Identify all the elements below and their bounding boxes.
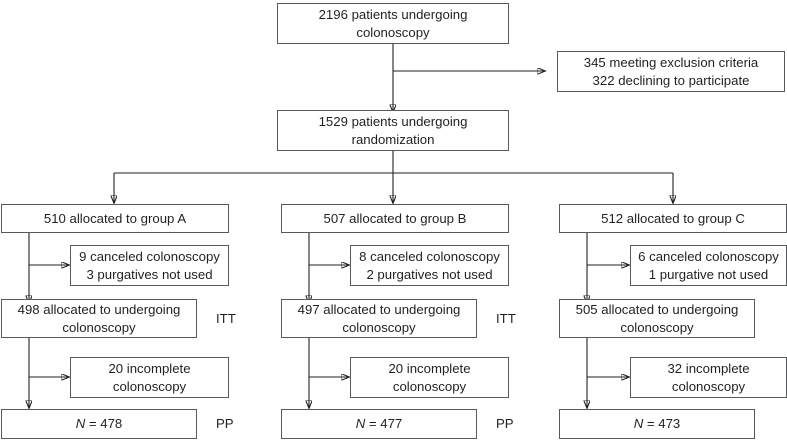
node-itt-a-line2: colonoscopy bbox=[62, 319, 136, 335]
node-final-a-value: = 478 bbox=[85, 416, 123, 432]
node-dropout-b-line2: 2 purgatives not used bbox=[366, 266, 493, 282]
node-itt-c-line2: colonoscopy bbox=[620, 319, 694, 335]
node-itt-c-line1: 505 allocated to undergoing bbox=[575, 301, 739, 317]
node-enrollment-line2: colonoscopy bbox=[356, 24, 430, 40]
node-dropout-b: 8 canceled colonoscopy 2 purgatives not … bbox=[350, 245, 509, 286]
node-incomplete-c: 32 incomplete colonoscopy bbox=[630, 357, 787, 398]
node-exclusions-line1: 345 meeting exclusion criteria bbox=[583, 54, 759, 70]
node-itt-b-line1: 497 allocated to undergoing bbox=[297, 301, 461, 317]
node-randomization-line2: randomization bbox=[351, 131, 435, 147]
node-incomplete-b-line2: colonoscopy bbox=[392, 378, 467, 394]
node-final-a-symbol: N bbox=[75, 416, 86, 432]
node-incomplete-c-line2: colonoscopy bbox=[671, 378, 746, 394]
node-dropout-c-line1: 6 canceled colonoscopy bbox=[638, 248, 779, 264]
node-allocation-a: 510 allocated to group A bbox=[1, 204, 229, 233]
node-itt-b-line2: colonoscopy bbox=[342, 319, 416, 335]
node-incomplete-b: 20 incomplete colonoscopy bbox=[350, 357, 509, 398]
label-pp-b: PP bbox=[496, 416, 514, 431]
node-exclusions: 345 meeting exclusion criteria 322 decli… bbox=[557, 51, 785, 92]
node-incomplete-a-line1: 20 incomplete bbox=[108, 360, 191, 376]
node-allocation-b-line1: 507 allocated to group B bbox=[323, 210, 467, 226]
label-pp-a: PP bbox=[216, 416, 234, 431]
node-final-b: N = 477 bbox=[281, 409, 477, 439]
node-dropout-a-line1: 9 canceled colonoscopy bbox=[79, 248, 220, 264]
label-itt-b: ITT bbox=[496, 311, 516, 326]
node-itt-b: 497 allocated to undergoing colonoscopy bbox=[281, 299, 477, 338]
node-final-c-value: = 473 bbox=[643, 416, 681, 432]
node-dropout-a-line2: 3 purgatives not used bbox=[86, 266, 213, 282]
node-randomization-line1: 1529 patients undergoing bbox=[318, 113, 468, 129]
node-final-c: N = 473 bbox=[559, 409, 755, 439]
node-randomization: 1529 patients undergoing randomization bbox=[277, 110, 509, 151]
node-incomplete-a: 20 incomplete colonoscopy bbox=[70, 357, 229, 398]
label-itt-a: ITT bbox=[216, 311, 236, 326]
node-final-a: N = 478 bbox=[1, 409, 197, 439]
node-final-b-symbol: N bbox=[355, 416, 366, 432]
node-final-c-symbol: N bbox=[633, 416, 644, 432]
node-final-b-line1: N = 477 bbox=[286, 415, 472, 433]
node-incomplete-a-line2: colonoscopy bbox=[112, 378, 187, 394]
node-incomplete-c-line1: 32 incomplete bbox=[667, 360, 750, 376]
node-enrollment-line1: 2196 patients undergoing bbox=[318, 6, 468, 22]
node-incomplete-b-line1: 20 incomplete bbox=[388, 360, 471, 376]
node-allocation-a-line1: 510 allocated to group A bbox=[43, 210, 187, 226]
node-dropout-a: 9 canceled colonoscopy 3 purgatives not … bbox=[70, 245, 229, 286]
node-allocation-b: 507 allocated to group B bbox=[281, 204, 509, 233]
node-dropout-c-line2: 1 purgative not used bbox=[648, 266, 769, 282]
node-enrollment: 2196 patients undergoing colonoscopy bbox=[277, 3, 509, 44]
node-itt-a-line1: 498 allocated to undergoing bbox=[17, 301, 181, 317]
node-allocation-c: 512 allocated to group C bbox=[559, 204, 787, 233]
node-itt-c: 505 allocated to undergoing colonoscopy bbox=[559, 299, 755, 338]
node-dropout-c: 6 canceled colonoscopy 1 purgative not u… bbox=[630, 245, 787, 286]
node-final-b-value: = 477 bbox=[365, 416, 403, 432]
node-exclusions-line2: 322 declining to participate bbox=[592, 72, 750, 88]
node-dropout-b-line1: 8 canceled colonoscopy bbox=[359, 248, 500, 264]
node-final-c-line1: N = 473 bbox=[564, 415, 750, 433]
node-allocation-c-line1: 512 allocated to group C bbox=[601, 210, 745, 226]
node-itt-a: 498 allocated to undergoing colonoscopy bbox=[1, 299, 197, 338]
node-final-a-line1: N = 478 bbox=[6, 415, 192, 433]
